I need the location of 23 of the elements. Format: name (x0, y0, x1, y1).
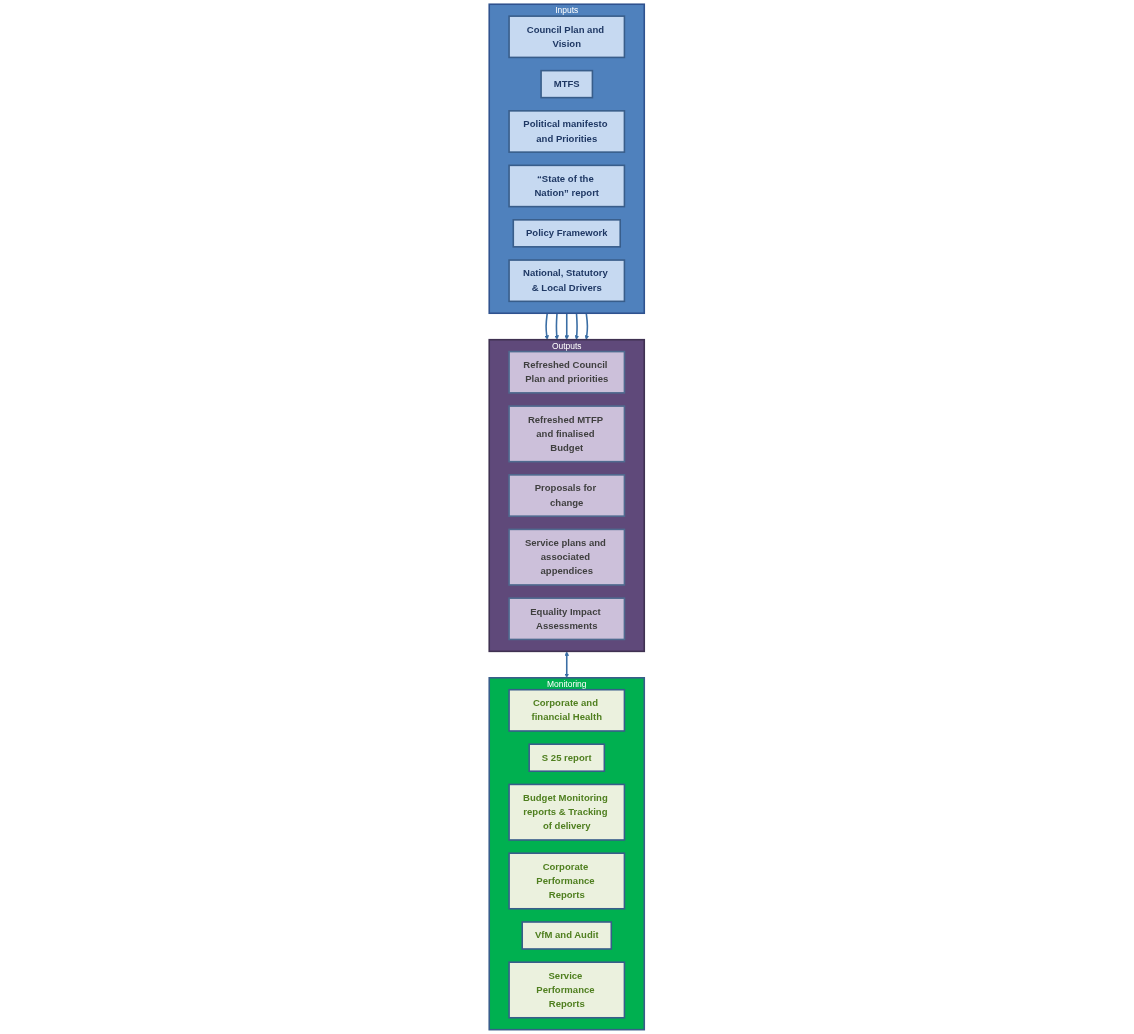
node-box: Service Performance Reports (508, 961, 626, 1019)
arrow (584, 312, 590, 340)
node-box: Budget Monitoring reports & Tracking of delivery (508, 783, 626, 841)
arrow (574, 312, 580, 340)
node-box: Corporate Performance Reports (508, 852, 626, 910)
arrow (564, 312, 570, 340)
arrow (564, 651, 570, 679)
node-box: Policy Framework (512, 219, 622, 248)
node-box: Service plans and associated appendices (508, 528, 626, 586)
arrow (544, 312, 550, 340)
arrow (554, 312, 560, 340)
node-box: Equality Impact Assessments (508, 597, 626, 641)
node-box: VfM and Audit (521, 921, 613, 950)
node-box: “State of the Nation” report (508, 164, 626, 208)
node-box: Council Plan and Vision (508, 15, 626, 59)
node-box: National, Statutory & Local Drivers (508, 259, 626, 303)
node-box: Political manifesto and Priorities (508, 110, 626, 153)
node-box: Refreshed Council Plan and priorities (508, 350, 626, 394)
node-box: Corporate and financial Health (508, 688, 626, 732)
node-box: Proposals for change (508, 474, 626, 517)
node-box: Refreshed MTFP and finalised Budget (508, 405, 626, 463)
node-box: S 25 report (528, 743, 606, 773)
node-box: MTFS (540, 69, 594, 99)
